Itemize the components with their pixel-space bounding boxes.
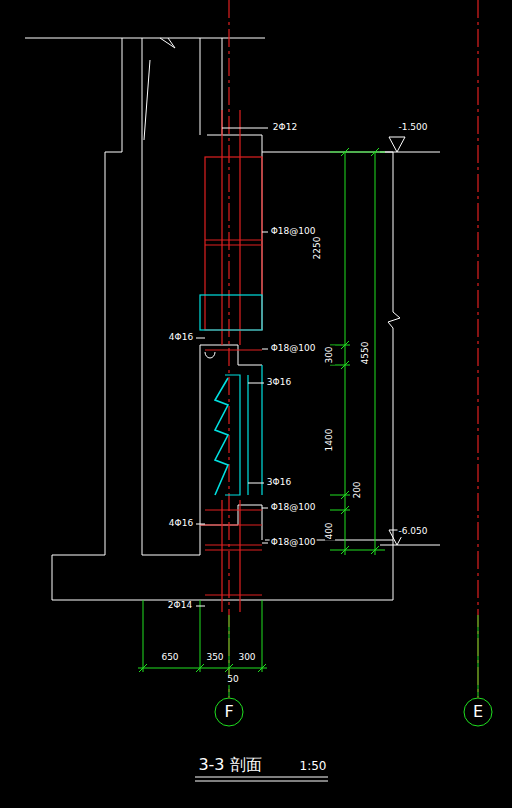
annotation: 4Φ16 <box>168 519 194 529</box>
dimension-text: 4550 <box>361 341 371 366</box>
annotation: 350 <box>205 653 224 663</box>
annotation: 650 <box>160 653 179 663</box>
annotation: Φ18@100 <box>270 227 317 237</box>
section-caption: 3-3 剖面 <box>197 756 262 774</box>
annotation: 4Φ16 <box>168 333 194 343</box>
axis-bubble: E <box>463 697 493 727</box>
dimension-text: 300 <box>325 345 335 364</box>
axis-label: E <box>472 703 484 721</box>
axis-bubble: F <box>214 697 244 727</box>
dimension-text: 2250 <box>313 236 323 261</box>
annotation: 1:50 <box>299 760 328 773</box>
dimension-text: 400 <box>325 521 335 540</box>
annotation: Φ18@100 <box>270 503 317 513</box>
annotation: Φ18@100 <box>270 538 317 548</box>
annotation: -1.500 <box>397 123 428 133</box>
dimension-text: 1400 <box>325 428 335 453</box>
annotation: -6.050 <box>397 527 428 537</box>
dimension-text: 200 <box>353 480 363 499</box>
annotation: 2Φ14 <box>167 601 193 611</box>
annotation: 3Φ16 <box>266 378 292 388</box>
annotation: 300 <box>237 653 256 663</box>
annotation: 3Φ16 <box>266 478 292 488</box>
annotation: 2Φ12 <box>272 123 298 133</box>
annotation: 50 <box>226 675 239 685</box>
annotation: Φ18@100 <box>270 344 317 354</box>
axis-label: F <box>223 703 234 721</box>
